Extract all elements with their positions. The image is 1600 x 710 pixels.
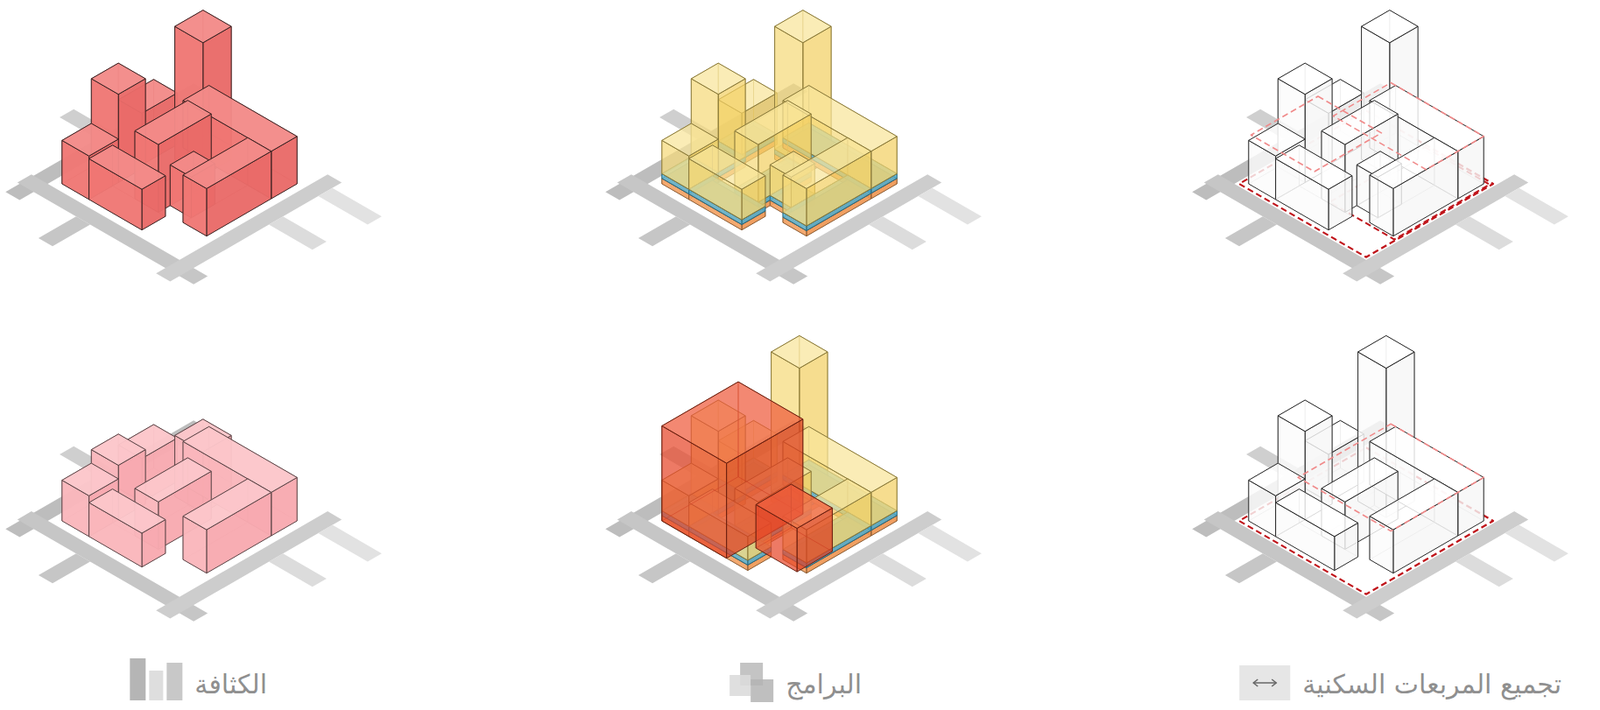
roof-face xyxy=(175,10,233,43)
roof-face xyxy=(1277,400,1333,432)
street xyxy=(1455,216,1514,250)
street xyxy=(1225,216,1277,247)
street xyxy=(1455,553,1514,587)
caption-label: الكثافة xyxy=(194,667,268,703)
roof-face xyxy=(734,100,811,145)
massing-panel xyxy=(5,10,382,285)
roof-face xyxy=(755,484,832,529)
caption-label: البرامج xyxy=(785,667,862,703)
bar-icon xyxy=(166,662,183,701)
massing-panel xyxy=(1191,10,1569,285)
massing-panel xyxy=(605,335,982,621)
roof-face xyxy=(183,479,272,530)
roof-face xyxy=(1277,63,1333,95)
street xyxy=(38,216,91,247)
street xyxy=(268,553,327,587)
street xyxy=(917,525,982,563)
street xyxy=(1504,525,1569,563)
roof-face xyxy=(1275,489,1359,537)
caption-icon xyxy=(129,658,183,701)
street xyxy=(1504,188,1569,226)
bar-icon xyxy=(129,658,146,701)
parcel-outline xyxy=(1297,423,1484,531)
street xyxy=(868,553,927,587)
roof-face xyxy=(1321,458,1398,502)
roof-face xyxy=(782,137,872,189)
roof-face xyxy=(134,100,212,145)
roof-face xyxy=(91,63,146,95)
massing-panel xyxy=(605,10,982,285)
caption-label: تجميع المربعات السكنية xyxy=(1302,667,1562,703)
massing-panel xyxy=(5,419,382,622)
roof-face xyxy=(689,145,766,190)
street xyxy=(1225,553,1277,584)
roof-face xyxy=(91,434,146,466)
roof-face xyxy=(771,335,828,368)
square-icon xyxy=(1239,665,1290,701)
roof-face xyxy=(183,137,272,189)
roof-face xyxy=(1361,10,1419,43)
roof-face xyxy=(1358,335,1415,368)
caption-icon xyxy=(729,662,774,703)
street xyxy=(38,553,91,584)
street xyxy=(638,216,691,247)
square-icon xyxy=(729,675,751,697)
street xyxy=(317,525,382,563)
street xyxy=(317,188,382,226)
roof-face xyxy=(134,458,212,502)
roof-face xyxy=(1275,145,1353,190)
massing-panel xyxy=(1191,335,1569,621)
parcel-outline xyxy=(1332,83,1484,170)
roof-face xyxy=(775,10,832,43)
roof-face xyxy=(690,63,746,95)
caption-icon xyxy=(1239,665,1290,701)
arrow-icon xyxy=(1253,679,1258,687)
street xyxy=(268,216,327,250)
street xyxy=(638,553,691,584)
arrow-icon xyxy=(1271,679,1276,687)
parcel-outline xyxy=(1251,96,1382,172)
roof-face xyxy=(662,381,804,464)
roof-face xyxy=(89,489,166,534)
bar-icon xyxy=(148,670,163,701)
roof-face xyxy=(1321,100,1398,145)
roof-face xyxy=(1369,479,1459,530)
square-icon xyxy=(750,679,774,703)
street xyxy=(868,216,927,250)
arrow-icon xyxy=(1253,682,1276,684)
roof-face xyxy=(89,145,166,190)
street xyxy=(917,188,982,226)
